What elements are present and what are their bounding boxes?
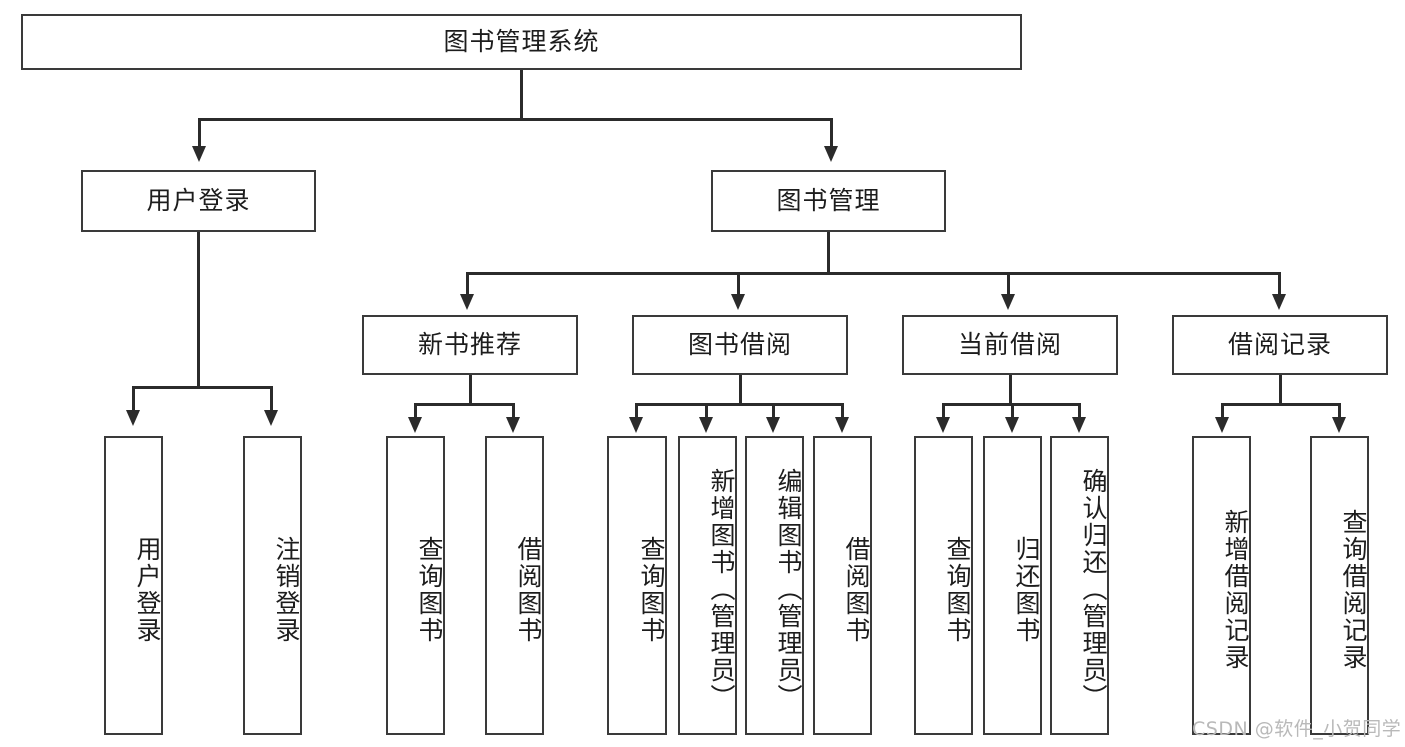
edge-book-mgmt-branch-4 [1278, 272, 1281, 294]
edge-borrow-record-stem [1279, 375, 1282, 403]
edge-current-borrow-branch-1 [942, 403, 945, 417]
node-book-borrowing[interactable]: 图书借阅 [632, 315, 848, 375]
arrow-leaf-query-book-3 [936, 417, 950, 433]
node-root-book-management-system[interactable]: 图书管理系统 [21, 14, 1022, 70]
edge-book-borrow-branch-4 [841, 403, 844, 417]
edge-borrow-record-branch-1 [1221, 403, 1224, 417]
node-label: 用户登录 [133, 535, 162, 644]
node-label: 查询图书 [415, 535, 444, 644]
edge-book-mgmt-branch-2 [737, 272, 740, 294]
node-label: 图书管理系统 [443, 27, 600, 57]
node-borrowing-record[interactable]: 借阅记录 [1172, 315, 1388, 375]
arrow-leaf-add-record [1215, 417, 1229, 433]
leaf-return-book[interactable]: 归还图书 [983, 436, 1042, 735]
edge-book-borrow-branch-1 [635, 403, 638, 417]
node-label: 当前借阅 [957, 330, 1062, 360]
arrow-leaf-query-record [1332, 417, 1346, 433]
node-label: 归还图书 [1012, 535, 1041, 644]
node-label: 借阅图书 [842, 535, 871, 644]
edge-current-borrow-bus [942, 403, 1079, 406]
node-new-book-recommendation[interactable]: 新书推荐 [362, 315, 578, 375]
leaf-edit-book-admin[interactable]: 编辑图书（管理员） [745, 436, 804, 735]
node-label: 查询图书 [637, 535, 666, 644]
node-label: 新增图书（管理员） [707, 468, 736, 711]
edge-book-borrow-stem [739, 375, 742, 403]
edge-borrow-record-branch-2 [1338, 403, 1341, 417]
leaf-confirm-return-admin[interactable]: 确认归还（管理员） [1050, 436, 1109, 735]
edge-book-borrow-branch-2 [705, 403, 708, 417]
edge-root-to-user-login [198, 118, 201, 146]
leaf-query-borrow-record[interactable]: 查询借阅记录 [1310, 436, 1369, 735]
edge-new-book-rec-branch-2 [512, 403, 515, 417]
edge-current-borrow-branch-3 [1078, 403, 1081, 417]
arrow-leaf-borrow-book-2 [835, 417, 849, 433]
node-label: 查询图书 [943, 535, 972, 644]
edge-root-to-book-mgmt [830, 118, 833, 146]
edge-book-borrow-bus [635, 403, 843, 406]
leaf-borrow-book-rec[interactable]: 借阅图书 [485, 436, 544, 735]
node-label: 新增借阅记录 [1221, 508, 1250, 671]
edge-root-bus [198, 118, 832, 121]
node-user-login[interactable]: 用户登录 [81, 170, 316, 232]
node-label: 借阅记录 [1227, 330, 1332, 360]
leaf-add-book-admin[interactable]: 新增图书（管理员） [678, 436, 737, 735]
node-label: 图书管理 [776, 186, 881, 216]
node-label: 确认归还（管理员） [1079, 468, 1108, 711]
node-label: 借阅图书 [514, 535, 543, 644]
edge-new-book-rec-stem [469, 375, 472, 403]
edge-user-login-branch-1 [132, 386, 135, 410]
node-label: 查询借阅记录 [1339, 508, 1368, 671]
leaf-logout[interactable]: 注销登录 [243, 436, 302, 735]
edge-user-login-branch-2 [270, 386, 273, 410]
arrow-leaf-query-book-1 [408, 417, 422, 433]
arrow-to-borrow-record [1272, 294, 1286, 310]
edge-new-book-rec-branch-1 [414, 403, 417, 417]
edge-book-borrow-branch-3 [772, 403, 775, 417]
node-label: 注销登录 [272, 535, 301, 644]
edge-book-mgmt-branch-3 [1007, 272, 1010, 294]
edge-book-mgmt-stem [827, 232, 830, 272]
node-label: 新书推荐 [417, 330, 522, 360]
node-label: 用户登录 [146, 186, 251, 216]
arrow-leaf-user-login [126, 410, 140, 426]
arrow-to-book-borrow [731, 294, 745, 310]
node-label: 图书借阅 [687, 330, 792, 360]
arrow-leaf-query-book-2 [629, 417, 643, 433]
node-label: 编辑图书（管理员） [774, 468, 803, 711]
node-book-management[interactable]: 图书管理 [711, 170, 946, 232]
leaf-borrow-book[interactable]: 借阅图书 [813, 436, 872, 735]
node-current-borrowing[interactable]: 当前借阅 [902, 315, 1118, 375]
arrow-leaf-edit-book [766, 417, 780, 433]
leaf-user-login[interactable]: 用户登录 [104, 436, 163, 735]
arrow-to-current-borrow [1001, 294, 1015, 310]
edge-new-book-rec-bus [414, 403, 514, 406]
edge-current-borrow-branch-2 [1011, 403, 1014, 417]
edge-borrow-record-bus [1221, 403, 1340, 406]
arrow-to-book-mgmt [824, 146, 838, 162]
leaf-query-book-current[interactable]: 查询图书 [914, 436, 973, 735]
edge-current-borrow-stem [1009, 375, 1012, 403]
arrow-leaf-logout [264, 410, 278, 426]
arrow-to-new-book-rec [460, 294, 474, 310]
edge-user-login-bus [132, 386, 272, 389]
edge-user-login-stem [197, 232, 200, 386]
arrow-leaf-return-book [1005, 417, 1019, 433]
edge-book-mgmt-branch-1 [466, 272, 469, 294]
leaf-query-book-borrow[interactable]: 查询图书 [607, 436, 667, 735]
arrow-leaf-confirm-return [1072, 417, 1086, 433]
edge-root-stem [520, 70, 523, 118]
edge-book-mgmt-bus [466, 272, 1281, 275]
arrow-to-user-login [192, 146, 206, 162]
leaf-query-book-rec[interactable]: 查询图书 [386, 436, 445, 735]
leaf-add-borrow-record[interactable]: 新增借阅记录 [1192, 436, 1251, 735]
csdn-watermark: CSDN @软件_小贺同学 [1192, 718, 1402, 740]
arrow-leaf-add-book [699, 417, 713, 433]
arrow-leaf-borrow-book-1 [506, 417, 520, 433]
